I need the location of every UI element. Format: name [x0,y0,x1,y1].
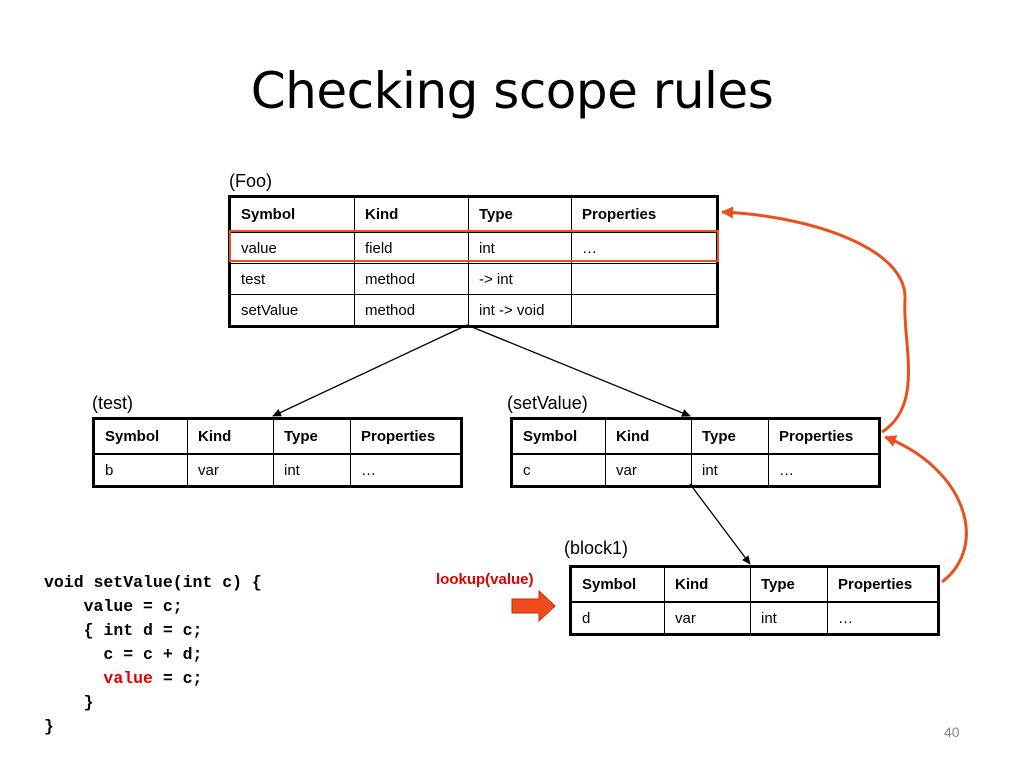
header-properties: Properties [350,418,462,455]
table-row: value field int … [229,231,718,264]
scope-label-block1: (block1) [564,538,629,558]
cell-properties [571,294,718,327]
header-symbol: Symbol [93,418,188,455]
table-row: test method -> int [229,263,718,295]
code-block: void setValue(int c) { value = c; { int … [44,571,262,739]
code-line: { int d = c; [83,621,203,640]
cell-kind: var [187,453,274,487]
cell-symbol: setValue [229,294,355,327]
page-number: 40 [944,724,960,740]
cell-kind: field [354,231,469,264]
slide-title: Checking scope rules [250,62,774,120]
table-row: d var int … [570,601,939,635]
table-row: b var int … [93,453,462,487]
cell-type: int [750,601,828,635]
scope-label-setvalue: (setValue) [507,393,588,413]
edge-setvalue-to-block1 [689,483,751,565]
cell-type: int -> void [468,294,572,327]
header-kind: Kind [605,418,692,455]
cell-properties: … [350,453,462,487]
header-type: Type [468,196,572,233]
lookup-pointer-arrow-icon [511,589,556,623]
header-properties: Properties [827,566,939,603]
cell-type: int [468,231,572,264]
cell-properties: … [768,453,880,487]
cell-properties: … [827,601,939,635]
cell-kind: var [605,453,692,487]
cell-type: int [273,453,351,487]
lookup-arrow-block1-to-setvalue [884,435,968,584]
header-properties: Properties [768,418,880,455]
header-type: Type [273,418,351,455]
scope-label-foo: (Foo) [229,171,273,191]
lookup-arrow-setvalue-to-foo [721,206,910,434]
symbol-table-setvalue: Symbol Kind Type Properties c var int … [510,417,881,488]
highlight-value-row [229,230,719,262]
cell-symbol: test [229,263,355,295]
code-line: } [83,693,94,712]
edge-foo-to-test [272,324,468,417]
code-line: void setValue(int c) { [44,573,262,592]
cell-kind: var [664,601,751,635]
header-symbol: Symbol [570,566,665,603]
code-line: c = c + d; [103,645,203,664]
scope-label-test: (test) [92,393,134,413]
cell-symbol: b [93,453,188,487]
edge-foo-to-setvalue [466,324,691,417]
cell-type: -> int [468,263,572,295]
header-type: Type [691,418,769,455]
symbol-table-test: Symbol Kind Type Properties b var int … [92,417,463,488]
table-row: c var int … [511,453,880,487]
code-highlight-value: value [103,669,153,688]
header-symbol: Symbol [229,196,355,233]
cell-symbol: c [511,453,606,487]
cell-properties: … [571,231,718,264]
cell-kind: method [354,294,469,327]
code-line: = c; [152,669,203,688]
cell-symbol: d [570,601,665,635]
cell-properties [571,263,718,295]
lookup-label: lookup(value) [436,571,534,588]
symbol-table-block1: Symbol Kind Type Properties d var int … [569,565,940,636]
header-symbol: Symbol [511,418,606,455]
table-row: setValue method int -> void [229,294,718,327]
code-line: value = c; [83,597,183,616]
cell-type: int [691,453,769,487]
cell-kind: method [354,263,469,295]
code-line: } [44,717,54,736]
header-kind: Kind [664,566,751,603]
